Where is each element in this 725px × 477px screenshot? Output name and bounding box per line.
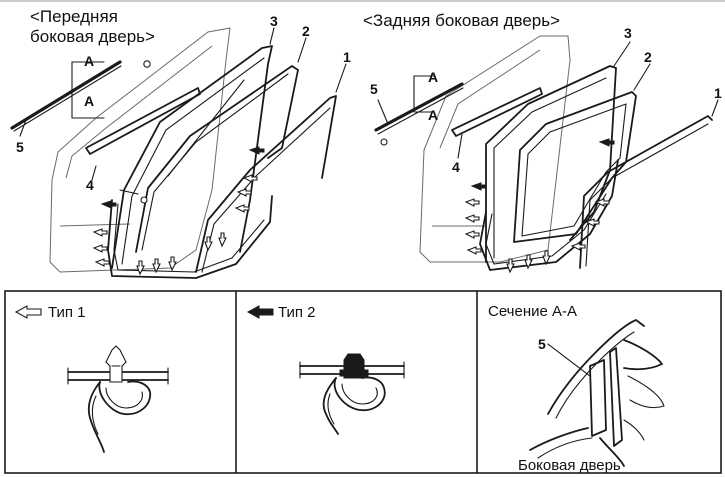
- front-callout-4: 4: [86, 177, 94, 193]
- rear-belt-moulding-5: [374, 82, 464, 132]
- front-type2-arrows: [100, 146, 265, 209]
- rear-weatherstrip-1: [579, 115, 713, 269]
- front-weatherstrip-1: [195, 95, 337, 273]
- rear-inner-belt-4: [451, 87, 543, 137]
- rear-type2-arrows: [470, 138, 615, 191]
- section-callout-5: 5: [538, 336, 546, 352]
- front-callout-3: 3: [270, 13, 278, 29]
- rear-lower-loop: [479, 159, 619, 271]
- front-callout-1: 1: [343, 49, 351, 65]
- section-moulding-5: [589, 359, 607, 437]
- section-title: Сечение A-A: [488, 303, 577, 320]
- type1-hollow-arrow-icon: [14, 305, 42, 319]
- rear-section-mark-bottom: A: [428, 107, 438, 123]
- front-callout-2: 2: [302, 23, 310, 39]
- front-belt-moulding-5: [10, 60, 122, 130]
- front-door-title-line2: боковая дверь>: [30, 27, 155, 46]
- front-clip-top: [143, 60, 151, 68]
- front-type1-arrows: [92, 174, 258, 276]
- type2-panel: Тип 2: [246, 304, 405, 435]
- type2-solid-arrow-icon: [246, 305, 274, 319]
- section-aa-panel: Сечение A-A 5: [488, 303, 665, 467]
- type1-title: Тип 1: [48, 304, 86, 321]
- rear-door-illustration: [374, 35, 719, 274]
- type2-title: Тип 2: [278, 304, 316, 321]
- rear-callout-5: 5: [370, 81, 378, 97]
- section-caption: Боковая дверь: [518, 457, 621, 474]
- rear-callout-4: 4: [452, 159, 460, 175]
- front-section-mark-bottom: A: [84, 93, 94, 109]
- rear-door-title: <Задняя боковая дверь>: [363, 11, 560, 30]
- rear-glass-run-3: [485, 65, 617, 263]
- front-door-illustration: [10, 27, 347, 279]
- rear-door-trim-2: [513, 91, 637, 243]
- front-callout-5: 5: [16, 139, 24, 155]
- front-section-marker: [71, 61, 105, 119]
- front-clip-bottom: [140, 196, 148, 204]
- rear-callout-3: 3: [624, 25, 632, 41]
- detail-panels-frame: [4, 290, 722, 474]
- rear-section-marker: [413, 75, 435, 113]
- rear-clip: [380, 138, 388, 146]
- front-section-mark-top: A: [84, 53, 94, 69]
- rear-callout-2: 2: [644, 49, 652, 65]
- front-lower-loop: [107, 195, 273, 279]
- front-glass-run-3: [111, 45, 273, 269]
- front-door-title-line1: <Передняя: [30, 7, 118, 26]
- rear-type1-arrows: [464, 198, 610, 274]
- front-door-trim-2: [135, 65, 299, 253]
- rear-callout-1: 1: [714, 85, 722, 101]
- type1-panel: Тип 1: [14, 304, 169, 453]
- rear-section-mark-top: A: [428, 69, 438, 85]
